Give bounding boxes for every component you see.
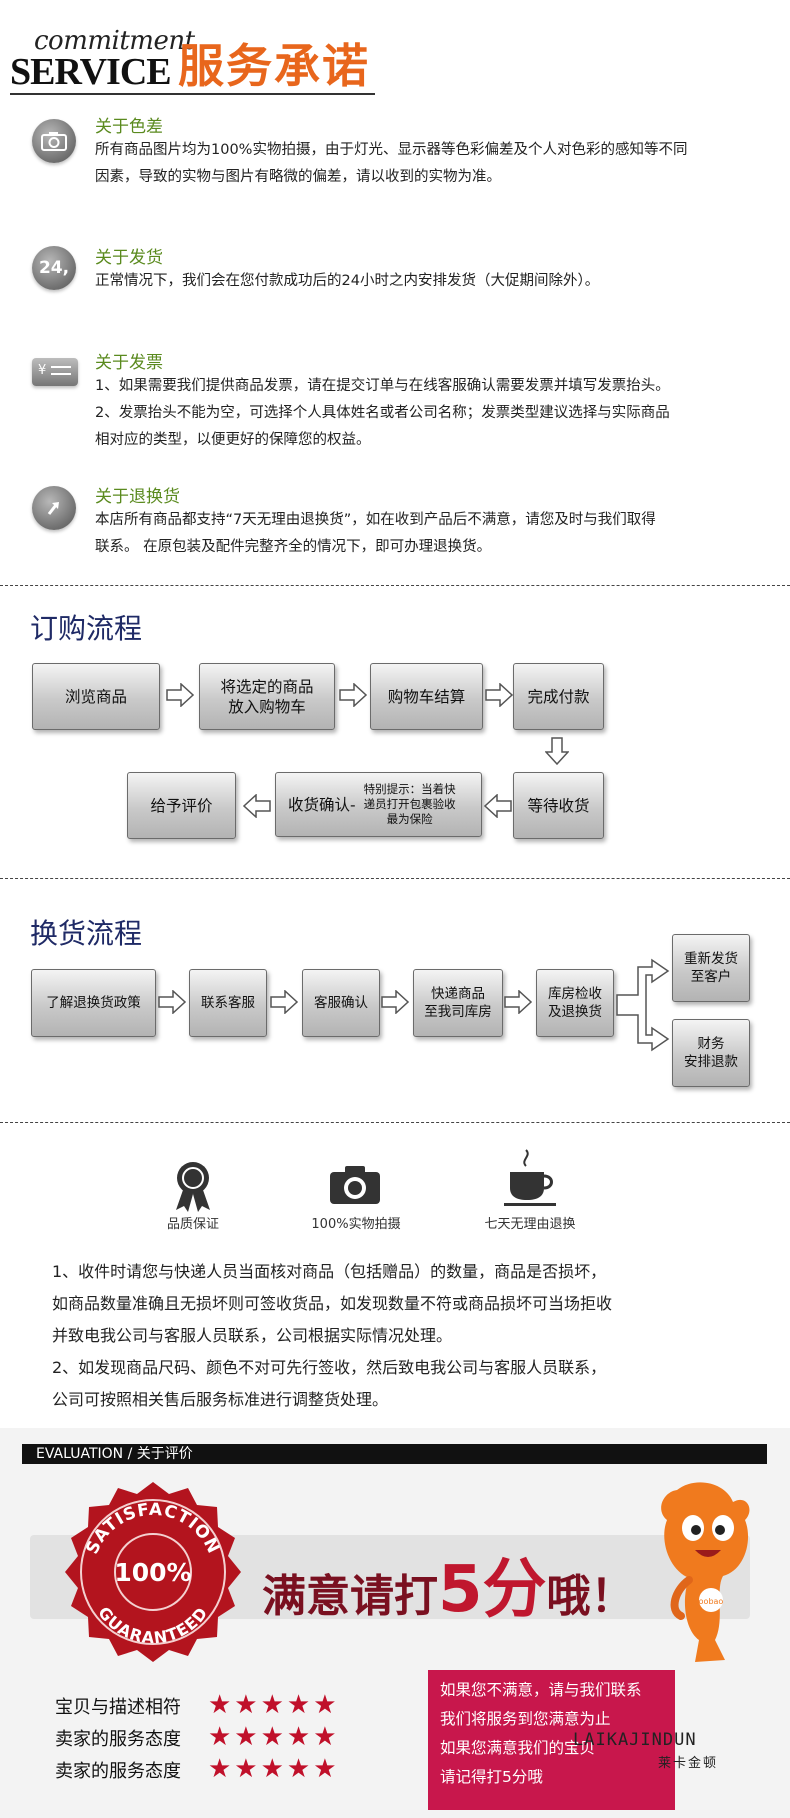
exchange-flow-title: 换货流程	[30, 917, 143, 950]
branch-arrow-icon	[616, 958, 670, 1052]
order-flow-title: 订购流程	[30, 612, 143, 645]
order-step-checkout: 购物车结算	[370, 663, 483, 730]
return-arrow-icon	[32, 486, 76, 530]
arrow-down-icon	[545, 737, 569, 765]
brand-service-text: SERVICE	[10, 51, 172, 93]
exchange-outcome-refund: 财务 安排退款	[672, 1019, 750, 1087]
exchange-outcome-reship: 重新发货 至客户	[672, 934, 750, 1002]
rating-label-service-2: 卖家的服务态度	[55, 1761, 181, 1782]
brand-logo-latin: LAIKAJINDUN	[573, 1730, 697, 1750]
promise-title-shipping: 关于发货	[95, 248, 163, 268]
seal-center-text: 100%	[114, 1558, 191, 1587]
section-divider	[0, 878, 790, 879]
arrow-right-icon	[381, 990, 409, 1014]
header-underline	[10, 93, 375, 95]
rating-stars-service-2: ★★★★★	[208, 1754, 340, 1784]
page-title: 服务承诺	[178, 39, 370, 93]
arrow-right-icon	[504, 990, 532, 1014]
feature-label-photo: 100%实物拍摄	[311, 1217, 401, 1232]
satisfaction-seal: SATISFACTION 100% GUARANTEED	[65, 1482, 241, 1662]
rating-label-service: 卖家的服务态度	[55, 1729, 181, 1750]
rating-stars-description: ★★★★★	[208, 1690, 340, 1720]
order-step-browse: 浏览商品	[32, 663, 160, 730]
exchange-step-inspect: 库房检收 及退换货	[536, 969, 614, 1037]
arrow-right-icon	[166, 683, 194, 707]
receipt-notes: 1、收件时请您与快递人员当面核对商品（包括赠品）的数量，商品是否损坏， 如商品数…	[52, 1262, 613, 1409]
exchange-step-contact: 联系客服	[189, 969, 267, 1037]
promise-text-returns: 本店所有商品都支持“7天无理由退换货”，如在收到产品后不满意，请您及时与我们取得…	[95, 512, 656, 555]
invoice-card-icon: ¥	[32, 358, 78, 386]
promise-title-invoice: 关于发票	[95, 353, 163, 373]
coffee-cup-icon	[504, 1149, 556, 1206]
arrow-right-icon	[270, 990, 298, 1014]
promise-text-shipping: 正常情况下，我们会在您付款成功后的24小时之内安排发货（大促期间除外）。	[95, 273, 600, 289]
rating-stars-service: ★★★★★	[208, 1722, 340, 1752]
quality-ribbon-icon	[176, 1162, 210, 1212]
section-divider	[0, 1122, 790, 1123]
exchange-step-policy: 了解退换货政策	[31, 969, 156, 1037]
order-step-review: 给予评价	[127, 772, 236, 839]
promise-text-invoice: 1、如果需要我们提供商品发票，请在提交订单与在线客服确认需要发票并填写发票抬头。…	[95, 378, 670, 448]
order-step-await-delivery: 等待收货	[513, 772, 604, 839]
mascot-illustration: oobao	[661, 1482, 750, 1662]
exchange-step-ship-back: 快递商品 至我司库房	[413, 969, 503, 1037]
camera-icon	[330, 1166, 380, 1204]
promise-text-color: 所有商品图片均为100%实物拍摄，由于灯光、显示器等色彩偏差及个人对色彩的感知等…	[95, 142, 688, 185]
section-divider	[0, 585, 790, 586]
arrow-right-icon	[158, 990, 186, 1014]
evaluation-header-bar: EVALUATION / 关于评价	[22, 1444, 767, 1464]
feature-label-quality: 品质保证	[166, 1217, 219, 1232]
order-step-confirm-receipt: 收货确认- 特别提示：当着快 递员打开包裹验收 最为保险	[275, 772, 482, 837]
satisfaction-message-box: 如果您不满意，请与我们联系 我们将服务到您满意为止 如果您满意我们的宝贝 请记得…	[428, 1670, 675, 1810]
arrow-right-icon	[339, 683, 367, 707]
order-tip-text: 特别提示：当着快 递员打开包裹验收 最为保险	[363, 782, 456, 826]
promise-title-color: 关于色差	[95, 117, 163, 137]
arrow-right-icon	[485, 683, 513, 707]
order-step-payment: 完成付款	[513, 663, 604, 730]
exchange-step-confirm: 客服确认	[302, 969, 380, 1037]
24-hour-icon: 24,	[32, 246, 76, 290]
evaluation-slogan: 满意请打5分哦！	[262, 1553, 635, 1627]
arrow-left-icon	[484, 794, 512, 818]
brand-commitment-text: commitment	[34, 26, 195, 56]
promise-title-returns: 关于退换货	[95, 487, 180, 507]
brand-logo-chinese: 莱卡金顿	[658, 1756, 719, 1771]
mascot-label: oobao	[699, 1597, 724, 1606]
arrow-left-icon	[243, 794, 271, 818]
feature-label-returns: 七天无理由退换	[484, 1217, 576, 1232]
order-step-add-to-cart: 将选定的商品 放入购物车	[199, 663, 335, 730]
camera-icon	[32, 119, 76, 163]
rating-label-description: 宝贝与描述相符	[55, 1697, 181, 1718]
